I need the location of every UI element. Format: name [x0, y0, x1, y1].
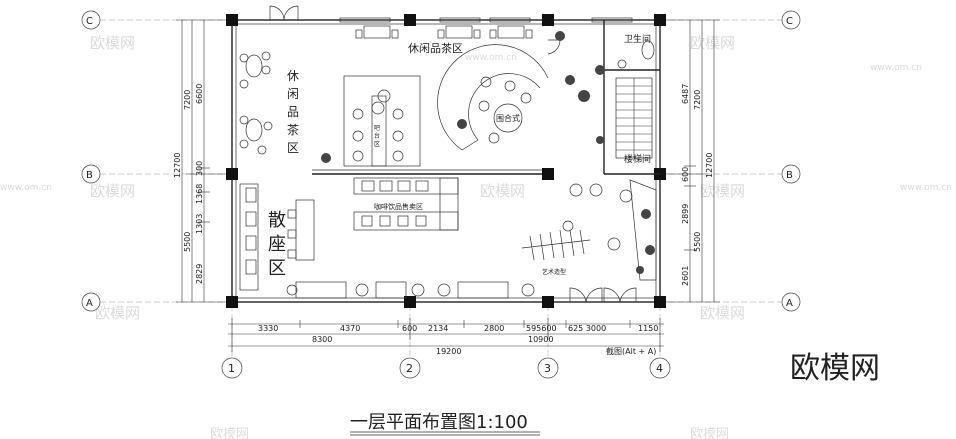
vertical-char: 闲: [287, 87, 299, 101]
watermark-text: 欧模网: [95, 304, 140, 322]
axis-label-c: C: [86, 16, 93, 27]
round-seating: [437, 44, 549, 151]
zone-label-bar: 吧 台 区: [374, 125, 382, 148]
bottom-tables: [286, 281, 535, 299]
dim-left-outer: 12700: [173, 153, 182, 178]
dim-right-mid-2: 5500: [693, 232, 702, 252]
axis-label-c-right: C: [786, 16, 793, 27]
axis-label-4: 4: [656, 362, 663, 375]
vertical-char: 台: [374, 132, 380, 140]
dim-bottom-5: 2800: [484, 324, 504, 333]
dim-left-inner-3: 1368: [195, 184, 204, 204]
dim-right-inner-1: 6487: [681, 84, 690, 104]
zone-label-stairs: 楼梯间: [624, 153, 651, 165]
dim-right-inner-4: 2601: [681, 266, 690, 286]
axis-label-b-right: B: [786, 170, 793, 181]
watermarks: 欧模网 欧模网 欧模网 欧模网 欧模网 欧模网 欧模网 欧模网 欧模网 www.…: [0, 34, 952, 439]
dim-right-inner-3: 2899: [681, 204, 690, 224]
dim-bottom-3: 600: [402, 324, 417, 333]
dim-bottom-1: 3330: [258, 324, 278, 333]
axis-label-1: 1: [228, 362, 235, 375]
vertical-labels: 休 闲 品 茶 区 吧 台 区 散 座 区: [268, 69, 382, 279]
watermark-text: 欧模网: [90, 182, 135, 200]
axis-label-3: 3: [544, 362, 551, 375]
watermark-url: www.om.cn: [465, 53, 517, 63]
watermark-text: 欧模网: [700, 182, 745, 200]
vertical-char: 座: [268, 234, 286, 255]
right-dimensions: 6487 600 2899 2601 7200 5500 12700: [664, 19, 720, 303]
watermark-text: 欧模网: [690, 34, 735, 52]
dim-right-outer: 12700: [705, 153, 714, 178]
vertical-char: 品: [287, 105, 299, 119]
watermark-text: 欧模网: [690, 427, 729, 439]
row-axis-markers: C B A C B A: [81, 10, 801, 312]
dim-left-mid-1: 7200: [183, 90, 192, 110]
zone-label-round: 围合式: [496, 113, 520, 123]
zone-label-toilet: 卫生间: [624, 33, 651, 45]
zone-label-coffee: 咖啡饮品售卖区: [374, 202, 423, 211]
bar-area: [343, 75, 421, 167]
dim-right-inner-2: 600: [681, 167, 690, 182]
watermark-text: 欧模网: [90, 34, 135, 52]
screenshot-caption: 截图(Alt + A): [606, 346, 656, 356]
watermark-text: 欧模网: [480, 182, 525, 200]
dim-left-mid-2: 5500: [183, 232, 192, 252]
dim-left-inner-2: 300: [195, 161, 204, 176]
dim-bottom-8: 1150: [638, 324, 658, 333]
outer-walls: [231, 19, 661, 303]
coffee-counter: [353, 177, 459, 231]
vertical-char: 吧: [374, 125, 380, 132]
partitions: [312, 20, 660, 175]
vertical-char: 散: [268, 210, 286, 231]
dim-right-mid-1: 7200: [693, 90, 702, 110]
bottom-dimensions: 3330 4370 600 2134 2800 595600 625 3000 …: [228, 318, 664, 356]
dim-bottom-total: 19200: [436, 347, 461, 356]
dim-bottom-4: 2134: [428, 324, 448, 333]
dim-bottom-7: 625 3000: [568, 324, 606, 333]
toilet-room: [617, 40, 655, 69]
watermark-url: www.om.cn: [0, 183, 52, 193]
left-dimensions: 12700 7200 5500 6600 300 1368 1303 2829: [173, 19, 228, 303]
dim-left-inner-5: 2829: [195, 264, 204, 284]
axis-label-a-right: A: [786, 298, 793, 309]
watermark-url: www.om.cn: [900, 183, 952, 193]
dim-bottom-2: 4370: [340, 324, 360, 333]
vertical-char: 区: [287, 141, 299, 155]
top-windows: [339, 17, 633, 23]
zone-label-casual: 散 座 区: [268, 210, 292, 279]
watermark-text: 欧模网: [210, 427, 249, 439]
left-tea-tables: [239, 51, 273, 155]
page-title: 一层平面布置图1:100: [350, 412, 528, 433]
vertical-char: 区: [268, 258, 286, 279]
watermark-url: www.om.cn: [870, 63, 922, 73]
vertical-char: 茶: [287, 122, 299, 137]
dim-bottom-row2-1: 8300: [312, 335, 332, 344]
zone-labels: 休闲品茶区 围合式 卫生间 楼梯间 咖啡饮品售卖区 艺术造型: [374, 33, 651, 276]
watermark-text: 欧模网: [700, 304, 745, 322]
dim-left-inner-4: 1303: [195, 214, 204, 234]
dim-left-inner-1: 6600: [195, 84, 204, 104]
doors: [269, 5, 637, 303]
axis-label-2: 2: [406, 362, 413, 375]
art-installation: [521, 220, 591, 261]
top-booths: [355, 25, 533, 39]
stairs: [615, 77, 653, 159]
zone-label-tea-left: 休 闲 品 茶 区: [287, 69, 303, 155]
dim-bottom-row2-2: 10900: [528, 335, 553, 344]
axis-label-a: A: [86, 298, 93, 309]
column-axis-markers: 1 2 3 4: [221, 357, 671, 379]
plants: [321, 31, 655, 274]
watermark-logo: 欧模网: [790, 351, 880, 386]
structural-columns: [226, 14, 666, 308]
zone-label-art: 艺术造型: [542, 268, 566, 276]
right-lounge: [569, 179, 657, 281]
dim-bottom-6: 595600: [526, 324, 557, 333]
axis-label-b: B: [86, 170, 93, 181]
vertical-char: 区: [374, 141, 380, 148]
drawing-title: 一层平面布置图1:100: [350, 412, 540, 436]
casual-seating: [239, 183, 315, 291]
zone-label-tea-top: 休闲品茶区: [408, 41, 463, 55]
vertical-char: 休: [287, 69, 299, 83]
